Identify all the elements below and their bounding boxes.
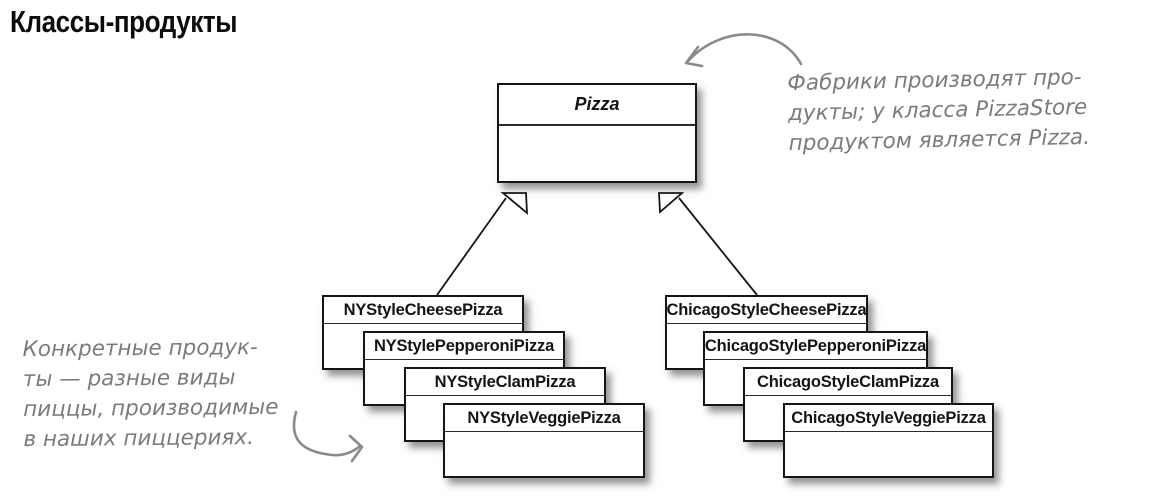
inheritance-arrow-right bbox=[658, 192, 758, 296]
class-name-chicago-clam: ChicagoStyleClamPizza bbox=[745, 369, 951, 396]
class-name-chicago-pepperoni: ChicagoStylePepperoniPizza bbox=[705, 333, 926, 360]
products-note: Конкретные продук- ты — разные виды пицц… bbox=[22, 333, 278, 455]
curved-arrow-to-stack-icon bbox=[292, 410, 364, 463]
class-box-ny-veggie: NYStyleVeggiePizza bbox=[443, 403, 645, 478]
class-name-ny-pepperoni: NYStylePepperoniPizza bbox=[365, 333, 563, 360]
class-name-ny-clam: NYStyleClamPizza bbox=[406, 369, 604, 396]
class-box-pizza: Pizza bbox=[497, 83, 697, 183]
class-name-pizza: Pizza bbox=[499, 85, 695, 126]
factory-note-line: продуктом является Pizza. bbox=[788, 124, 1091, 157]
products-note-line: пиццы, производимые bbox=[23, 394, 279, 423]
class-name-chicago-cheese: ChicagoStyleCheesePizza bbox=[667, 297, 867, 324]
class-name-ny-cheese: NYStyleCheesePizza bbox=[324, 297, 522, 324]
products-note-line: ты — разные виды bbox=[22, 365, 236, 393]
factory-note: Фабрики производят про- дукты; у класса … bbox=[787, 63, 1090, 159]
class-box-chicago-veggie: ChicagoStyleVeggiePizza bbox=[783, 403, 994, 478]
class-name-ny-veggie: NYStyleVeggiePizza bbox=[445, 405, 643, 432]
products-note-line: Конкретные продук- bbox=[22, 335, 258, 363]
class-name-chicago-veggie: ChicagoStyleVeggiePizza bbox=[785, 405, 992, 432]
page-title: Классы-продукты bbox=[10, 4, 238, 39]
inheritance-arrow-left bbox=[436, 192, 529, 296]
curved-arrow-to-pizza-icon bbox=[684, 33, 803, 68]
products-note-line: в наших пиццериях. bbox=[23, 425, 255, 453]
